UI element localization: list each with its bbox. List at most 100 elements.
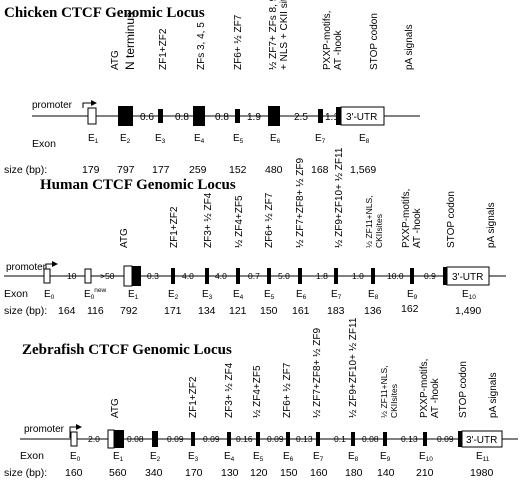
chicken-pa-label: pA signals [404, 24, 415, 70]
human-exon-e6 [298, 268, 302, 284]
human-exon-name-e1: E1 [128, 289, 139, 301]
zebrafish-zf3-label: ZF3+ ½ ZF4 [224, 362, 235, 418]
chicken-intron-2: 0.8 [175, 112, 189, 123]
chicken-size-e7: 168 [311, 164, 329, 176]
chicken-exon-name-4: E4 [194, 133, 205, 145]
human-size-e6: 161 [292, 305, 310, 317]
human-intron-2: >50 [100, 271, 115, 281]
human-intron-1: ~10 [62, 271, 77, 281]
zebrafish-exon-e4 [227, 432, 231, 446]
zebrafish-intron-5: 0.16 [236, 434, 253, 444]
zebrafish-zf11-label: ½ ZF11+NLS, [379, 365, 389, 418]
zebrafish-intron-6: 0.09 [267, 434, 284, 444]
zebrafish-atg-label: ATG [110, 398, 121, 418]
chicken-size-row-label: size (bp): [4, 164, 47, 176]
human-zf9-label: ½ ZF9+ZF10+ ½ ZF11 [334, 147, 345, 248]
human-pxxp-label: PXXP-motifs, [401, 189, 412, 248]
zebrafish-exon-e6 [286, 432, 290, 446]
human-intron-11: 0.9 [424, 271, 436, 281]
human-size-row-label: size (bp): [4, 305, 47, 317]
chicken-exon-e2 [118, 106, 133, 126]
human-zf1-zf2-label: ZF1+ZF2 [169, 206, 180, 248]
zebrafish-pa-label: pA signals [488, 372, 499, 418]
zebrafish-exon-name-e5: E5 [253, 451, 264, 463]
zebrafish-size-e3: 170 [185, 467, 203, 479]
chicken-3utr-box [340, 106, 385, 126]
human-exon-e7 [334, 268, 338, 284]
zebrafish-promoter-label: promoter [24, 424, 65, 435]
zebrafish-exon-name-e10: E10 [419, 451, 433, 463]
zebrafish-exon-name-e2: E2 [150, 451, 161, 463]
human-3utr-label: 3'-UTR [452, 272, 483, 283]
human-athook-label: AT -hook [412, 207, 423, 248]
chicken-3utr-label: 3'-UTR [346, 112, 377, 123]
zebrafish-size-row-label: size (bp): [4, 467, 47, 479]
human-size-e5: 150 [260, 305, 278, 317]
human-ckii-label: CKIIsites [374, 214, 384, 248]
chicken-exon-name-3: E3 [155, 133, 166, 145]
human-intron-5: 4.0 [215, 271, 227, 281]
chicken-intron-3: 0.8 [215, 112, 229, 123]
human-exon-e5 [267, 268, 271, 284]
zebrafish-exon-e3 [191, 432, 195, 446]
zebrafish-exon-row-label: Exon [20, 450, 44, 462]
human-exon-name-e3: E3 [202, 289, 213, 301]
zebrafish-intron-7: 0.13 [296, 434, 313, 444]
chicken-promoter-arrowhead [91, 100, 97, 106]
zebrafish-exon-e8 [351, 432, 355, 446]
zebrafish-title: Zebrafish CTCF Genomic Locus [22, 342, 232, 358]
human-atg-label: ATG [119, 228, 130, 248]
human-exon-e0 [43, 268, 51, 284]
zebrafish-zf7-label: ½ ZF7+ZF8+ ½ ZF9 [312, 328, 323, 418]
human-exon-name-e2: E2 [168, 289, 179, 301]
chicken-exon-name-8: E8 [359, 133, 370, 145]
zebrafish-intron-4: 0.09 [203, 434, 220, 444]
zebrafish-exon-name-e11: E11 [476, 451, 490, 463]
human-size-e2: 171 [164, 305, 182, 317]
human-promoter-arrowhead [52, 261, 58, 267]
zebrafish-exon-e0 [70, 431, 78, 447]
human-pa-label: pA signals [486, 202, 497, 248]
chicken-nterminus-label: N terminus [123, 12, 137, 70]
zebrafish-size-e11: 1980 [470, 467, 494, 479]
chicken-size-e3: 177 [152, 164, 170, 176]
zebrafish-exon-e2 [152, 431, 158, 447]
human-exon-e9 [410, 268, 414, 284]
chicken-panel: Chicken CTCF Genomic Locus ATG N terminu… [4, 0, 420, 176]
chicken-intron-5: 2.5 [294, 112, 308, 123]
human-zf11-label: ½ ZF11+NLS, [364, 195, 374, 248]
chicken-atg-label: ATG [110, 50, 121, 70]
human-size-e1: 792 [120, 305, 138, 317]
zebrafish-exon-name-e0: E0 [70, 451, 81, 463]
zebrafish-exon-name-e4: E4 [224, 451, 235, 463]
human-exon-name-e6: E6 [296, 289, 307, 301]
chicken-exon-row-label: Exon [32, 138, 56, 150]
zebrafish-panel: Zebrafish CTCF Genomic Locus ATG ZF1+ZF2… [4, 317, 518, 479]
chicken-exon-name-2: E2 [120, 133, 131, 145]
human-size-e0new: 116 [87, 305, 104, 317]
human-size-e7: 183 [327, 305, 345, 317]
chicken-zf7-11-label: ½ ZF7+ ZFs 8, 9, 10, 11 [268, 0, 279, 70]
chicken-exon-e1 [87, 107, 97, 125]
zebrafish-intron-2: 0.08 [127, 434, 144, 444]
human-size-e3: 134 [198, 305, 216, 317]
human-promoter-label: promoter [6, 262, 47, 273]
chicken-intron-1: 0.6 [140, 112, 154, 123]
human-intron-3: 0.3 [147, 271, 159, 281]
zebrafish-exon-name-e9: E9 [380, 451, 391, 463]
zebrafish-exon-e7 [316, 432, 320, 446]
chicken-intron-4: 1.9 [247, 112, 261, 123]
chicken-exon-e5 [235, 109, 240, 123]
chicken-nls-label: + NLS + CKII sites [279, 0, 290, 70]
chicken-exon-e3 [158, 109, 163, 123]
zebrafish-exon-name-e6: E6 [283, 451, 294, 463]
zebrafish-exon-e9 [383, 432, 387, 446]
chicken-title: Chicken CTCF Genomic Locus [4, 5, 205, 21]
zebrafish-zf6-label: ZF6+ ½ ZF7 [282, 362, 293, 418]
zebrafish-size-e7: 160 [310, 467, 328, 479]
chicken-size-e8: 1,569 [350, 164, 376, 176]
human-size-e4: 121 [229, 305, 247, 317]
chicken-promoter-arrow [82, 102, 92, 108]
human-exon-e4 [236, 268, 240, 284]
